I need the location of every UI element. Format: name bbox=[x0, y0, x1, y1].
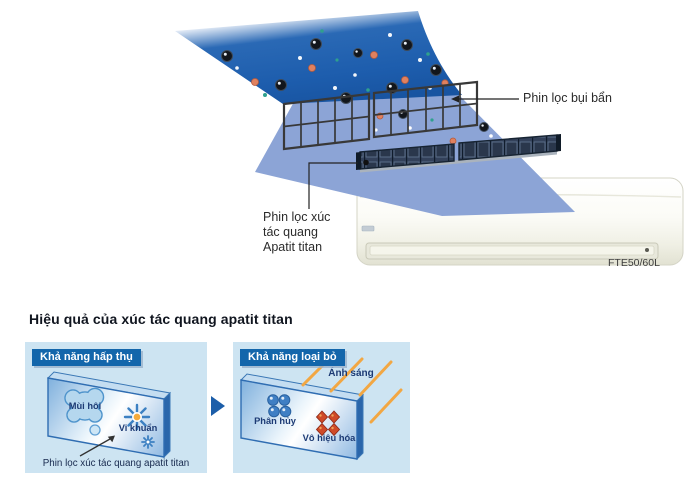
photo-filter-label: Phin lọc xúc tác quang Apatit titan bbox=[263, 210, 330, 255]
polluted-air-sheet bbox=[175, 11, 462, 104]
removal-badge: Khả năng loại bỏ bbox=[240, 349, 345, 366]
photo-filter-label-line1: Phin lọc xúc bbox=[263, 210, 331, 224]
absorption-caption: Phin lọc xúc tác quang apatit titan bbox=[42, 458, 190, 469]
diamonds-icon bbox=[315, 410, 341, 437]
molecules-icon bbox=[267, 394, 292, 418]
neutralize-label: Vô hiệu hóa bbox=[303, 433, 357, 443]
dust-filter-label: Phin lọc bụi bẩn bbox=[523, 91, 612, 105]
bacteria-burst-icon bbox=[123, 403, 151, 431]
photo-filter-leader-line bbox=[308, 159, 369, 209]
odor-bubble-icon bbox=[89, 424, 101, 436]
next-arrow-icon bbox=[211, 396, 225, 416]
photo-filter-label-line3: Apatit titan bbox=[263, 240, 323, 254]
odor-cloud-icon bbox=[64, 387, 105, 436]
dust-particles bbox=[221, 29, 532, 153]
section-heading: Hiệu quả của xúc tác quang apatit titan bbox=[29, 311, 293, 327]
model-label: FTE50/60L bbox=[608, 257, 660, 269]
large-dust-balls bbox=[221, 38, 442, 104]
brand-logo bbox=[361, 225, 375, 232]
dust-filter-leader-line bbox=[451, 95, 519, 103]
green-dust-dots bbox=[263, 29, 430, 97]
removal-panel-graphic: Ánh sáng Phân hủy bbox=[239, 354, 403, 461]
filtration-diagram bbox=[175, 11, 684, 266]
small-bacteria-icon bbox=[141, 435, 155, 449]
absorption-panel-graphic: Mùi hôi Vi khuẩn bbox=[46, 371, 172, 459]
ac-indicator-dot bbox=[645, 248, 649, 252]
odor-label: Mùi hôi bbox=[69, 401, 102, 411]
leader-endpoint-dot bbox=[363, 159, 369, 166]
bacteria-label: Vi khuẩn bbox=[119, 423, 158, 433]
dust-filter-grid bbox=[282, 80, 479, 151]
light-label: Ánh sáng bbox=[328, 366, 374, 379]
removal-panel: Ánh sáng Phân hủy bbox=[233, 342, 410, 473]
decompose-label: Phân hủy bbox=[254, 416, 297, 426]
caption-arrow-icon bbox=[79, 435, 115, 457]
diamond-highlights bbox=[319, 414, 334, 430]
absorption-panel: Mùi hôi Vi khuẩn Khả năng h bbox=[25, 342, 207, 473]
photocatalytic-filter-strip bbox=[356, 134, 561, 173]
leader-arrowhead bbox=[451, 95, 459, 103]
photo-filter-label-line2: tác quang bbox=[263, 225, 318, 239]
absorption-badge: Khả năng hấp thụ bbox=[32, 349, 141, 366]
ac-vent-flap bbox=[369, 245, 655, 256]
